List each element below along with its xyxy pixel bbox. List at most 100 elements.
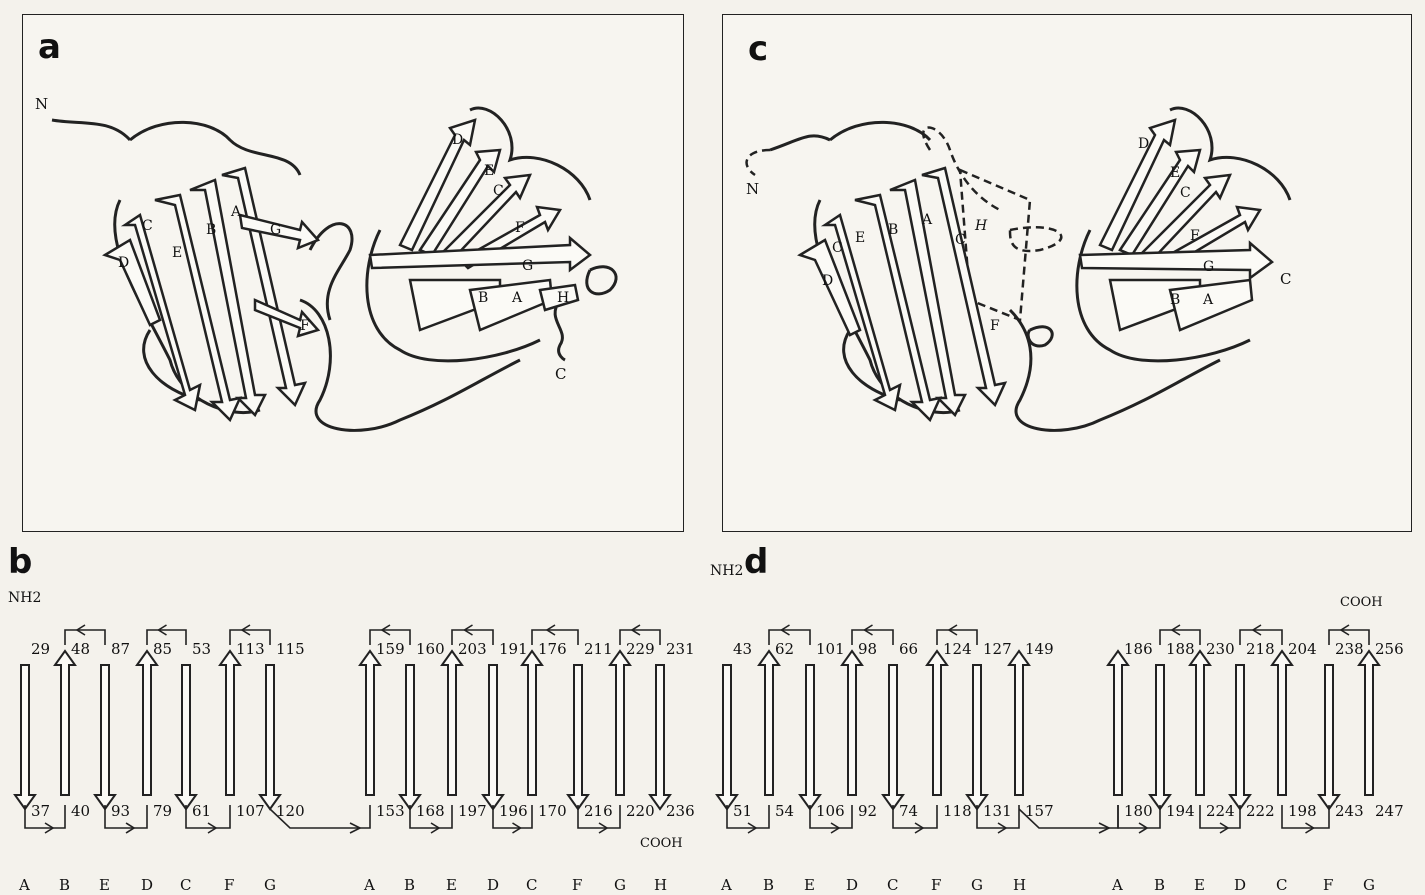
panel-d-strand-arrow	[1108, 651, 1128, 795]
panel-d-top-number: 124	[943, 640, 972, 658]
panel-b-top-number: 160	[416, 640, 445, 658]
panel-d-bottom-number: 224	[1206, 802, 1235, 820]
panel-d-bottom-number: 247	[1375, 802, 1404, 820]
panel-d-strand-name: E	[1194, 876, 1205, 894]
panel-b-strand-name: D	[487, 876, 499, 894]
panel-d-top-number: 98	[858, 640, 877, 658]
panel-b-top-number: 231	[666, 640, 695, 658]
panel-b-bottom-number: 107	[236, 802, 265, 820]
panel-d-bottom-number: 74	[899, 802, 918, 820]
panel-b-strand-arrow	[15, 665, 35, 809]
panel-b-strand-arrow	[483, 665, 503, 809]
panel-d-bottom-number: 106	[816, 802, 845, 820]
panel-b-strand-name: B	[404, 876, 415, 894]
panel-b-bottom-number: 40	[71, 802, 90, 820]
panel-b-strand-arrow	[400, 665, 420, 809]
panel-b-strand-name: D	[141, 876, 153, 894]
panel-d-bottom-number: 194	[1166, 802, 1195, 820]
panel-b-bottom-number: 220	[626, 802, 655, 820]
panel-b-strand-name: B	[59, 876, 70, 894]
panel-b-strand-name: F	[572, 876, 582, 894]
panel-b-strand-name: E	[446, 876, 457, 894]
panel-d-strand-name: A	[1111, 876, 1123, 894]
panel-b-bottom-number: 61	[192, 802, 211, 820]
panel-b-bottom-number: 197	[458, 802, 487, 820]
panel-d-top-number: 127	[983, 640, 1012, 658]
panel-b-strand-name: C	[180, 876, 191, 894]
panel-b-top-number: 159	[376, 640, 405, 658]
panel-d-strand-name: B	[1154, 876, 1165, 894]
panel-b-bottom-number: 37	[31, 802, 50, 820]
panel-d-bottom-number: 198	[1288, 802, 1317, 820]
panel-b-strand-name: F	[224, 876, 234, 894]
panel-b-strand-arrow	[55, 651, 75, 795]
panel-d-strand-arrow	[1150, 665, 1170, 809]
panel-d-strand-arrow	[883, 665, 903, 809]
panel-b-bottom-number: 168	[416, 802, 445, 820]
panel-d-top-number: 62	[775, 640, 794, 658]
panel-d-strand-name: B	[763, 876, 774, 894]
panel-b-strand-arrow	[220, 651, 240, 795]
panel-d-bottom-number: 54	[775, 802, 794, 820]
panel-b-strand-arrow	[260, 665, 280, 809]
panel-d-strand-arrow	[842, 651, 862, 795]
panel-b-bottom-number: 93	[111, 802, 130, 820]
panel-d-bottom-number: 157	[1025, 802, 1054, 820]
panel-b-top-number: 113	[236, 640, 265, 658]
panel-d-bottom-number: 92	[858, 802, 877, 820]
panel-d-top-number: 149	[1025, 640, 1054, 658]
panel-b-strand-arrow	[568, 665, 588, 809]
panel-d-top-number: 101	[816, 640, 845, 658]
panel-d-bottom-number: 222	[1246, 802, 1275, 820]
panel-b-bottom-number: 216	[584, 802, 613, 820]
panel-b-strand-name: G	[614, 876, 626, 894]
panel-d-strand-name: C	[1276, 876, 1287, 894]
panel-d-strand-arrow	[1190, 651, 1210, 795]
panel-b-strand-arrow	[137, 651, 157, 795]
panel-d-top-number: 230	[1206, 640, 1235, 658]
panel-b-top-number: 29	[31, 640, 50, 658]
panel-d-top-number: 256	[1375, 640, 1404, 658]
panel-b-top-number: 191	[499, 640, 528, 658]
panel-b-strand-arrow	[95, 665, 115, 809]
panel-d-strand-name: F	[1323, 876, 1333, 894]
panel-b-bottom-number: 153	[376, 802, 405, 820]
panel-b-top-number: 53	[192, 640, 211, 658]
panel-b-strand-arrow	[360, 651, 380, 795]
panel-d-bottom-number: 118	[943, 802, 972, 820]
panel-d-strand-name: D	[846, 876, 858, 894]
panel-b-strand-arrow	[442, 651, 462, 795]
panel-b-strand-arrow	[522, 651, 542, 795]
panel-b-bottom-number: 170	[538, 802, 567, 820]
panel-b-bottom-number: 196	[499, 802, 528, 820]
panel-b-strand-arrow	[176, 665, 196, 809]
panel-b-strand-name: C	[526, 876, 537, 894]
panel-b-top-number: 85	[153, 640, 172, 658]
panel-d-strand-arrow	[800, 665, 820, 809]
panel-d-strand-arrow	[1009, 651, 1029, 795]
panel-b-top-number: 229	[626, 640, 655, 658]
panel-b-strand-name: E	[99, 876, 110, 894]
panel-b-strand-name: A	[363, 876, 375, 894]
panel-d-top-number: 238	[1335, 640, 1364, 658]
panel-b-top-number: 87	[111, 640, 130, 658]
panel-d-strand-name: A	[720, 876, 732, 894]
panel-d-bottom-number: 243	[1335, 802, 1364, 820]
panel-d-top-number: 188	[1166, 640, 1195, 658]
panel-b-strand-name: A	[18, 876, 30, 894]
panel-d-strand-name: F	[931, 876, 941, 894]
panel-b-strand-name: G	[264, 876, 276, 894]
panel-d-strand-name: G	[971, 876, 983, 894]
panel-d-strand-arrow	[717, 665, 737, 809]
panel-b-top-number: 203	[458, 640, 487, 658]
panel-d-top-number: 218	[1246, 640, 1275, 658]
panel-b-bottom-number: 236	[666, 802, 695, 820]
panel-d-bottom-number: 131	[983, 802, 1012, 820]
panel-d-strand-name: G	[1363, 876, 1375, 894]
panel-d-bottom-number: 180	[1124, 802, 1153, 820]
panel-d-strand-arrow	[759, 651, 779, 795]
panel-d-top-number: 186	[1124, 640, 1153, 658]
panel-b-top-number: 176	[538, 640, 567, 658]
panel-d-strand-name: E	[804, 876, 815, 894]
